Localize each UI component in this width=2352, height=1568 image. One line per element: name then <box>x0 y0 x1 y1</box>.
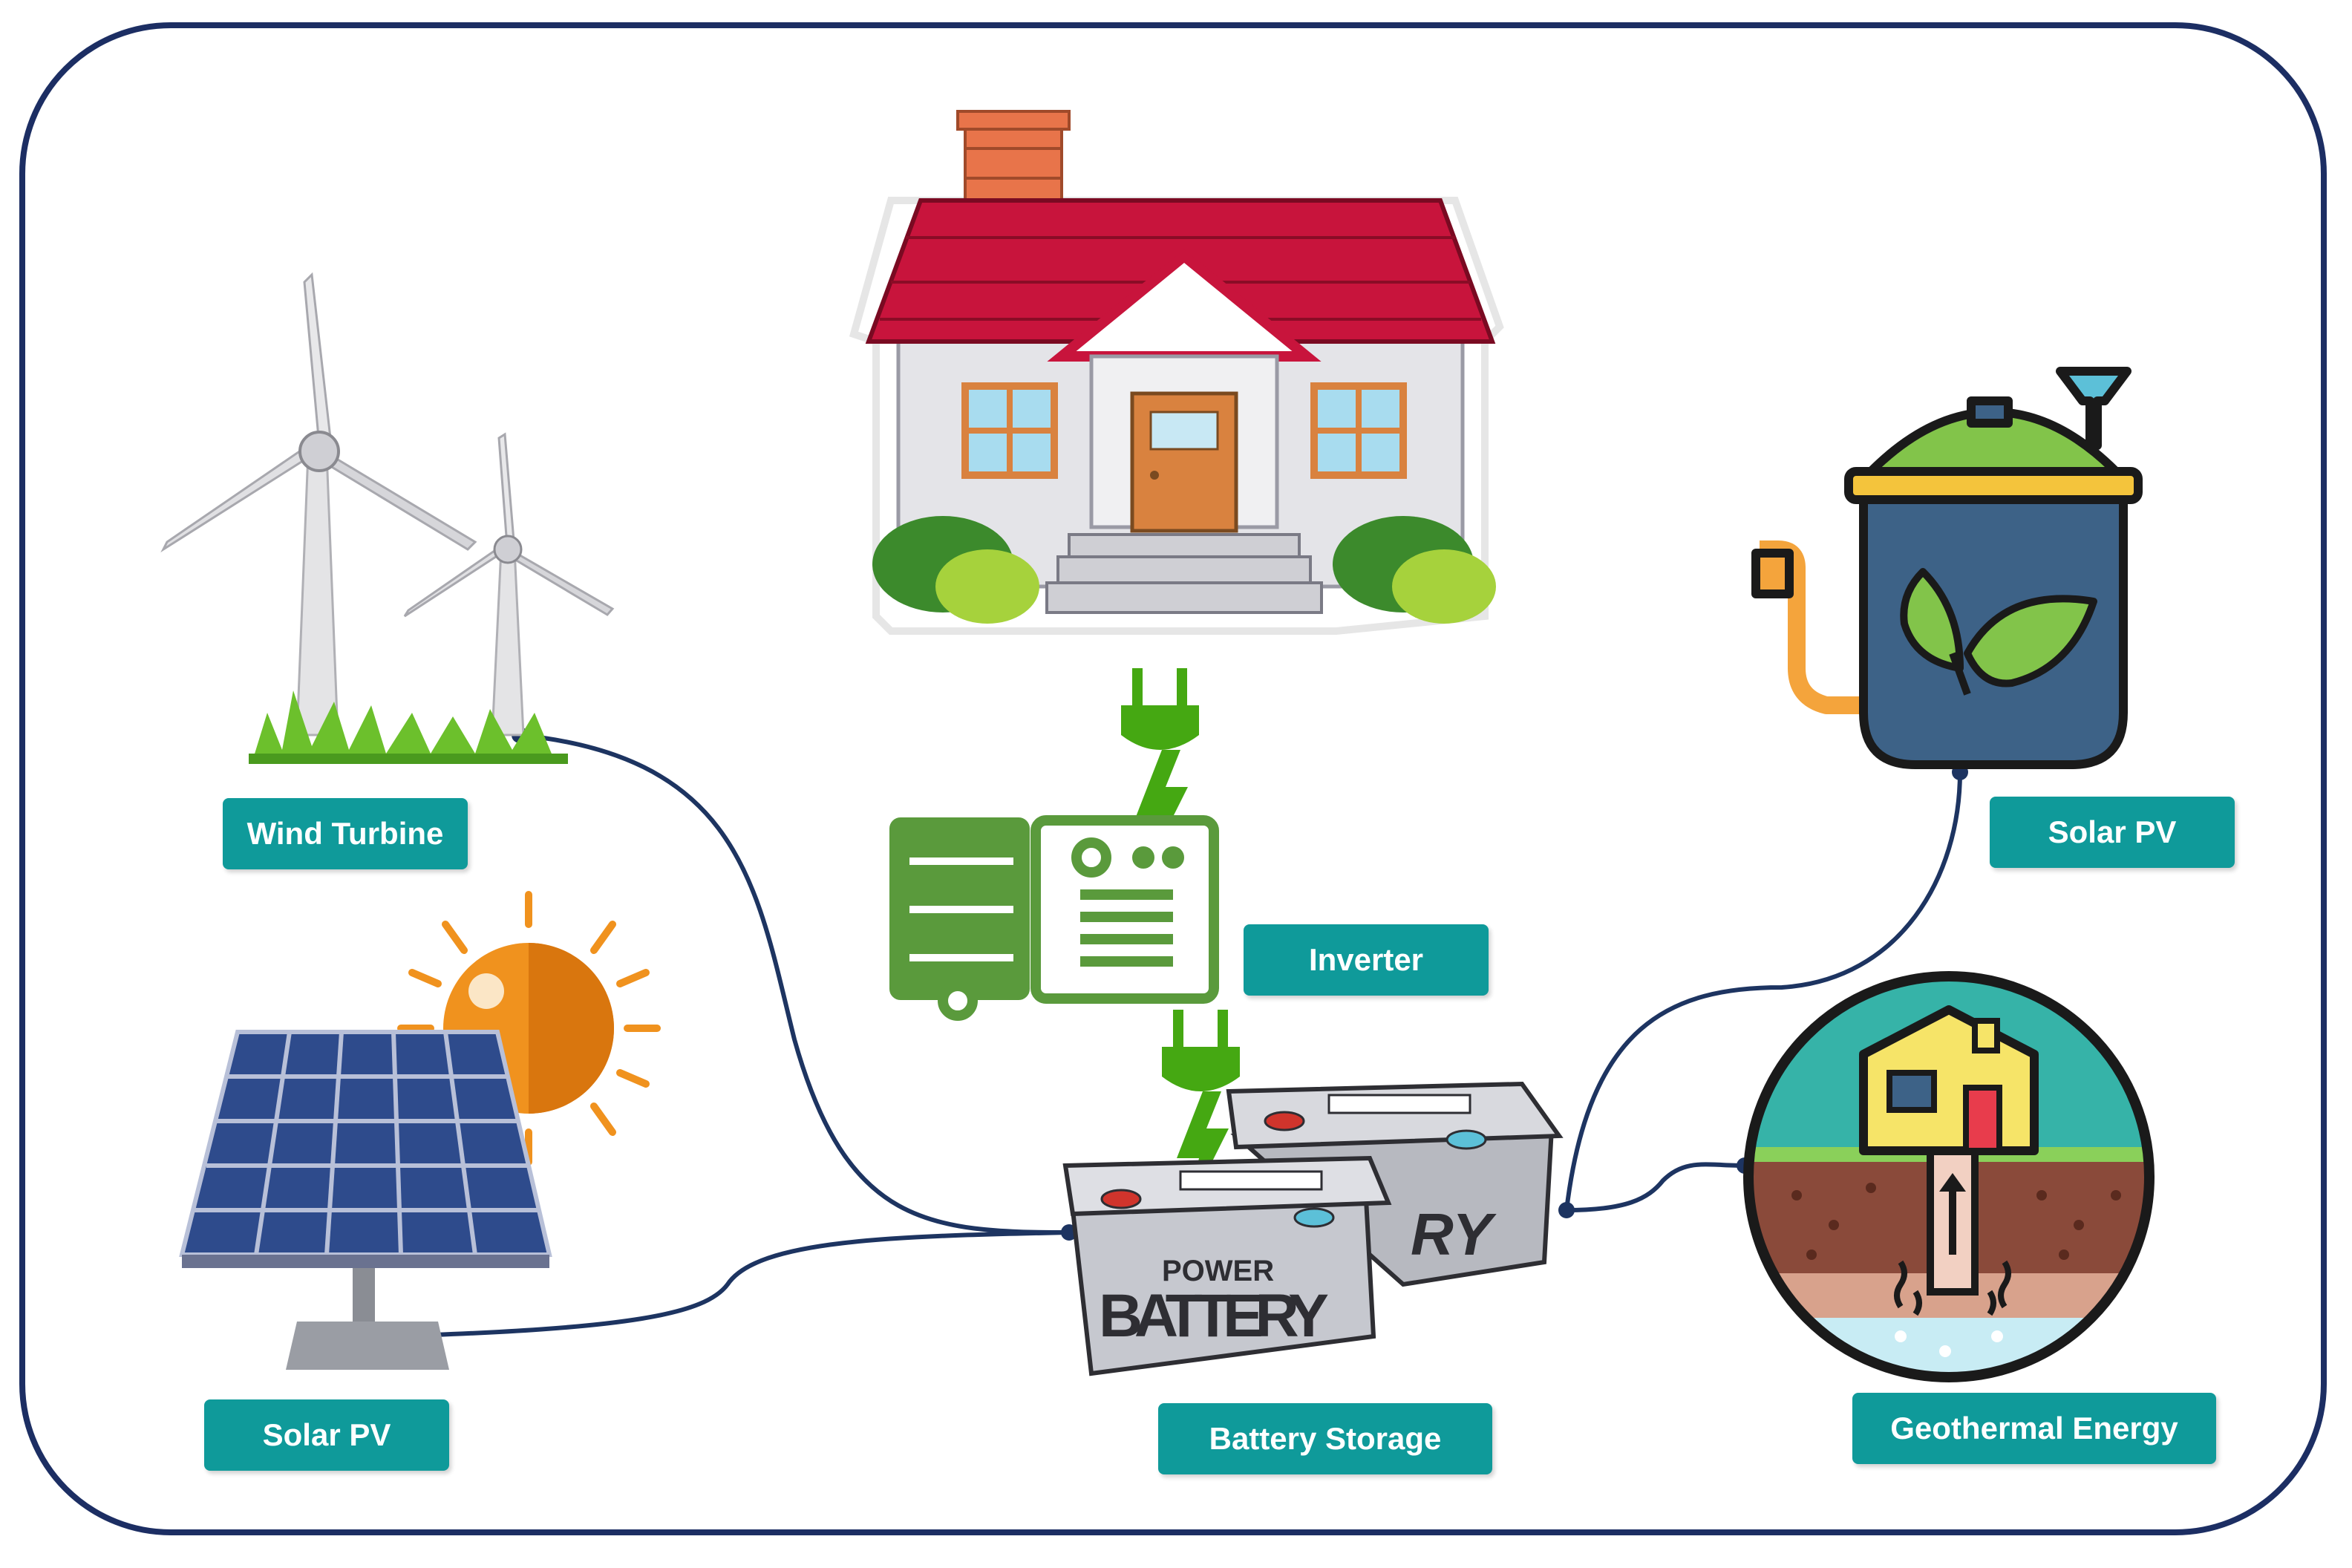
battery-icon: RY POWER BATTERY <box>1062 1081 1564 1376</box>
wind-turbine-icon <box>160 272 615 764</box>
wind-to-battery-line <box>519 733 1070 1235</box>
label-solar-pv-right: Solar PV <box>1990 797 2235 868</box>
solar-panel-icon <box>179 1030 552 1370</box>
svg-text:RY: RY <box>1411 1201 1497 1267</box>
inverter-icon <box>889 815 1219 1021</box>
biogas-tank-icon <box>1751 367 2143 769</box>
label-geothermal-energy: Geothermal Energy <box>1852 1393 2216 1464</box>
plug-icon <box>1121 668 1199 869</box>
label-solar-pv-left: Solar PV <box>204 1399 449 1471</box>
battery-to-biogas-line <box>1564 771 1962 1211</box>
plug-icon <box>1162 1010 1240 1210</box>
battery-to-geothermal-line <box>1566 1162 1745 1212</box>
label-inverter: Inverter <box>1244 924 1489 996</box>
label-battery-storage: Battery Storage <box>1158 1403 1492 1474</box>
solar-to-battery-line <box>389 1230 1070 1339</box>
house-icon <box>849 110 1504 635</box>
battery-power-text: POWER <box>1162 1255 1274 1287</box>
connector-lines <box>389 733 1962 1339</box>
label-wind-turbine: Wind Turbine <box>223 798 468 869</box>
battery-brand-text: BATTERY <box>1099 1282 1329 1350</box>
